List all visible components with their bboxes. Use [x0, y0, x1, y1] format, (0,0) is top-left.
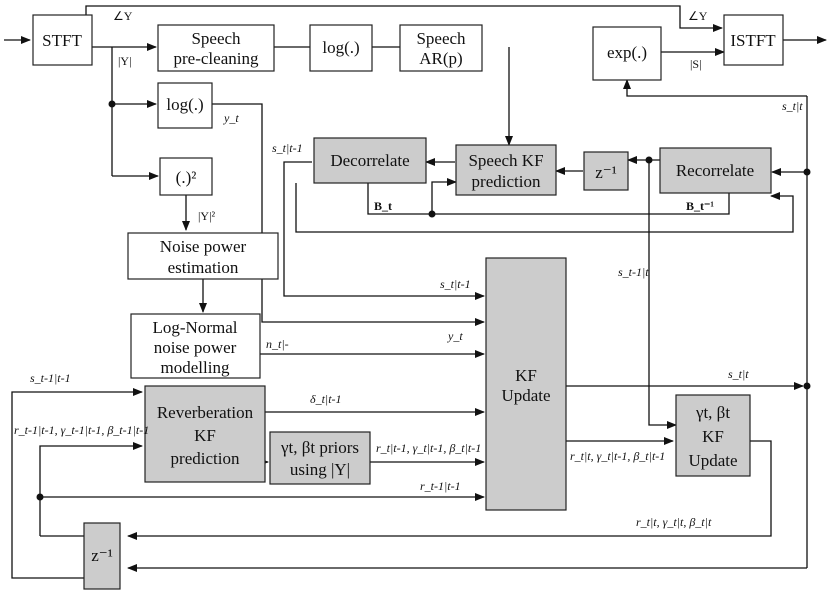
svg-text:estimation: estimation	[168, 258, 239, 277]
label-mag-s: |S|	[690, 57, 701, 71]
label-s-t-given-t-minus-1-top: s_t|t-1	[272, 141, 303, 155]
lognormal-modelling-block: Log-Normal noise power modelling	[130, 313, 261, 379]
svg-text:Update: Update	[501, 386, 550, 405]
reverberation-kf-prediction-block: Reverberation KF prediction	[144, 385, 266, 483]
label-mag-y-sq: |Y|²	[198, 209, 215, 223]
svg-text:ISTFT: ISTFT	[730, 31, 776, 50]
svg-text:z⁻¹: z⁻¹	[595, 163, 617, 182]
noise-power-estimation-block: Noise power estimation	[127, 232, 279, 280]
label-s-t-given-t-right: s_t|t	[782, 99, 803, 113]
stft-block: STFT	[32, 14, 93, 66]
svg-text:Recorrelate: Recorrelate	[676, 161, 754, 180]
svg-text:AR(p): AR(p)	[419, 49, 462, 68]
square-block: (.)²	[159, 157, 213, 196]
svg-text:Speech: Speech	[416, 29, 466, 48]
svg-text:modelling: modelling	[161, 358, 230, 377]
z-inverse-bottom-block: z⁻¹	[83, 522, 121, 590]
label-r-prev-in: r_t-1|t-1	[420, 479, 461, 493]
log-top-block: log(.)	[309, 24, 373, 72]
svg-text:γt, βt priors: γt, βt priors	[280, 438, 359, 457]
svg-text:Speech KF: Speech KF	[468, 151, 543, 170]
kf-update-main-block: KF Update	[485, 257, 567, 511]
speech-precleaning-block: Speech pre-cleaning	[157, 24, 275, 72]
label-s-t-given-t-out: s_t|t	[728, 367, 749, 381]
svg-text:KF: KF	[194, 426, 216, 445]
label-angle-y-right: ∠Y	[688, 9, 708, 23]
label-y-t-top: y_t	[223, 111, 239, 125]
svg-text:STFT: STFT	[42, 31, 82, 50]
label-r-gamma-beta-pred: r_t|t-1, γ_t|t-1, β_t|t-1	[376, 441, 481, 455]
svg-text:Update: Update	[688, 451, 737, 470]
log-mid-block: log(.)	[157, 82, 213, 129]
decorrelate-block: Decorrelate	[313, 137, 427, 184]
svg-text:KF: KF	[702, 427, 724, 446]
label-r-gamma-beta-prev: r_t-1|t-1, γ_t-1|t-1, β_t-1|t-1	[14, 423, 149, 437]
label-s-prev: s_t-1|t-1	[30, 371, 71, 385]
z-inverse-top-block: z⁻¹	[583, 151, 629, 191]
svg-text:log(.): log(.)	[322, 38, 359, 57]
label-mag-y: |Y|	[118, 54, 131, 68]
svg-text:γt, βt: γt, βt	[695, 403, 730, 422]
label-r-gamma-beta-mid: r_t|t, γ_t|t-1, β_t|t-1	[570, 449, 665, 463]
svg-text:log(.): log(.)	[166, 95, 203, 114]
label-s-t-given-t-minus-1-in: s_t|t-1	[440, 277, 471, 291]
svg-text:(.)²: (.)²	[176, 168, 197, 187]
svg-text:KF: KF	[515, 366, 537, 385]
svg-text:Reverberation: Reverberation	[157, 403, 254, 422]
svg-text:using |Y|: using |Y|	[290, 460, 350, 479]
gamma-beta-kf-update-block: γt, βt KF Update	[675, 394, 751, 477]
istft-block: ISTFT	[723, 14, 784, 66]
svg-text:Noise power: Noise power	[160, 237, 247, 256]
connection-wires	[4, 5, 827, 579]
label-b-t: B_t	[374, 199, 392, 213]
svg-text:z⁻¹: z⁻¹	[91, 546, 113, 565]
svg-text:Speech: Speech	[191, 29, 241, 48]
label-b-t-inverse: B_t⁻¹	[686, 199, 714, 213]
speech-ar-block: Speech AR(p)	[399, 24, 483, 72]
exp-block: exp(.)	[592, 26, 662, 81]
label-n-t: n_t|-	[266, 337, 289, 351]
svg-text:pre-cleaning: pre-cleaning	[174, 49, 259, 68]
svg-text:prediction: prediction	[171, 449, 240, 468]
label-s-t-minus-1: s_t-1|t	[618, 265, 649, 279]
label-angle-y-left: ∠Y	[113, 9, 133, 23]
label-y-t-in: y_t	[447, 329, 463, 343]
svg-text:Decorrelate: Decorrelate	[330, 151, 409, 170]
svg-text:prediction: prediction	[472, 172, 541, 191]
gamma-beta-priors-block: γt, βt priors using |Y|	[269, 431, 371, 485]
speech-kf-prediction-block: Speech KF prediction	[455, 144, 557, 196]
recorrelate-block: Recorrelate	[659, 147, 772, 194]
svg-text:exp(.): exp(.)	[607, 43, 647, 62]
svg-text:Log-Normal: Log-Normal	[153, 318, 238, 337]
label-r-gamma-beta-out: r_t|t, γ_t|t, β_t|t	[636, 515, 712, 529]
svg-text:noise power: noise power	[154, 338, 237, 357]
label-delta: δ_t|t-1	[310, 392, 342, 406]
